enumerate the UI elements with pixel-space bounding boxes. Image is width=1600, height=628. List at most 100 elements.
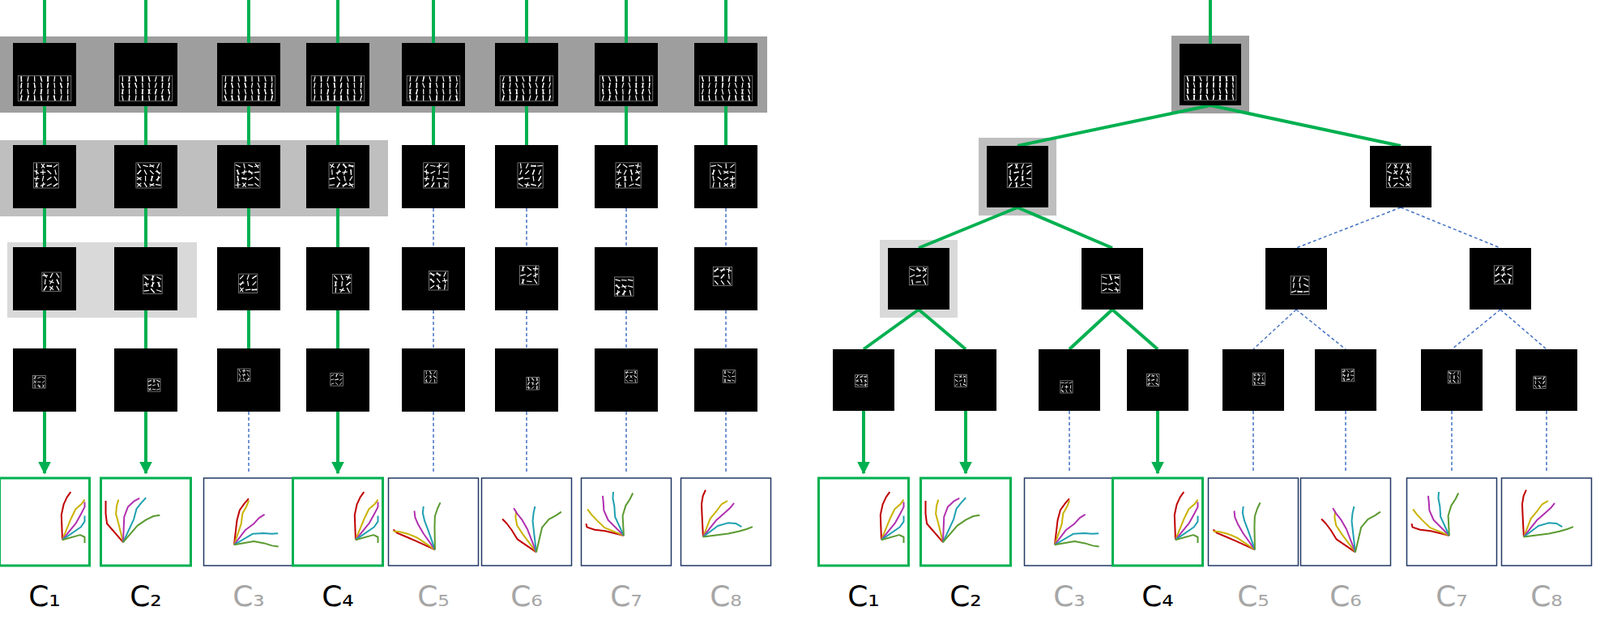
gradient-stroke <box>1186 88 1189 94</box>
gradient-stroke <box>56 279 60 285</box>
gradient-stroke <box>141 82 144 89</box>
gradient-stroke <box>622 82 624 88</box>
image-square <box>1265 247 1327 310</box>
gradient-stroke <box>136 170 141 174</box>
gradient-stroke <box>529 76 531 82</box>
gradient-stroke <box>148 89 150 94</box>
image-square <box>114 348 178 412</box>
gradient-stroke <box>963 384 967 385</box>
gradient-stroke <box>168 76 170 82</box>
gradient-stroke <box>702 82 704 89</box>
feature-window <box>614 277 634 296</box>
gradient-stroke <box>360 82 363 88</box>
gradient-stroke <box>723 375 727 377</box>
gradient-stroke <box>238 76 239 82</box>
gradient-stroke <box>1543 380 1545 384</box>
gradient-stroke <box>50 285 53 291</box>
gradient-stroke <box>536 385 538 389</box>
gradient-stroke <box>429 82 431 88</box>
gradient-stroke <box>1022 170 1024 175</box>
image-square <box>306 247 370 311</box>
gradient-stroke <box>67 82 69 89</box>
gradient-stroke <box>955 379 958 382</box>
gradient-stroke <box>1193 94 1195 100</box>
gradient-stroke <box>1015 176 1019 181</box>
gradient-stroke <box>436 178 443 180</box>
feature-window <box>599 76 653 102</box>
gradient-stroke <box>1113 289 1119 291</box>
gradient-stroke <box>237 182 239 188</box>
gradient-stroke <box>238 369 241 373</box>
feature-window <box>1184 76 1237 101</box>
image-square <box>694 348 758 412</box>
gradient-stroke <box>443 163 448 168</box>
gradient-stroke <box>1452 379 1456 382</box>
gradient-stroke <box>137 170 141 175</box>
gradient-stroke <box>615 89 617 94</box>
gradient-stroke <box>629 290 632 295</box>
gradient-stroke <box>538 175 541 181</box>
image-square <box>1515 349 1578 411</box>
gradient-stroke <box>429 76 431 82</box>
gradient-stroke <box>340 82 342 88</box>
gradient-stroke <box>728 267 730 273</box>
gradient-stroke <box>334 281 337 286</box>
gradient-stroke <box>748 89 751 94</box>
gradient-stroke <box>1543 376 1545 380</box>
gradient-stroke <box>502 76 504 82</box>
gradient-stroke <box>449 89 451 95</box>
gradient-stroke <box>721 268 725 273</box>
gradient-stroke <box>360 82 362 89</box>
gradient-stroke <box>258 89 260 95</box>
gradient-stroke <box>609 82 611 88</box>
gradient-stroke <box>1114 276 1120 278</box>
gradient-stroke <box>337 163 340 169</box>
finger-bones <box>355 499 379 541</box>
gradient-stroke <box>144 276 149 280</box>
gradient-stroke <box>154 76 157 82</box>
gradient-stroke <box>635 82 637 88</box>
feature-window <box>615 162 641 188</box>
gradient-stroke <box>128 89 130 95</box>
gradient-stroke <box>348 164 354 167</box>
gradient-stroke <box>964 379 965 383</box>
gradient-stroke <box>1350 374 1354 376</box>
gradient-stroke <box>1535 380 1536 384</box>
gradient-stroke <box>529 89 530 95</box>
gradient-stroke <box>236 170 240 175</box>
finger-bones <box>106 500 124 542</box>
gradient-stroke <box>247 274 249 280</box>
feature-window <box>908 266 928 286</box>
gradient-stroke <box>535 265 537 271</box>
gradient-stroke <box>149 183 154 186</box>
gradient-stroke <box>340 82 342 88</box>
gradient-stroke <box>729 95 730 101</box>
feature-image <box>1420 349 1483 411</box>
gradient-stroke <box>37 381 41 383</box>
gradient-stroke <box>242 370 246 372</box>
gradient-stroke <box>264 76 266 82</box>
gradient-stroke <box>430 272 435 277</box>
gradient-stroke <box>340 76 342 82</box>
gradient-stroke <box>923 279 926 285</box>
gradient-stroke <box>27 89 29 94</box>
gradient-stroke <box>1156 382 1159 385</box>
active-path <box>336 0 340 43</box>
gradient-stroke <box>333 89 336 94</box>
gradient-stroke <box>456 95 458 101</box>
active-path <box>247 0 251 43</box>
gradient-stroke <box>443 171 449 173</box>
active-path <box>524 106 529 146</box>
finger-bones <box>1242 506 1255 550</box>
gradient-stroke <box>435 82 437 88</box>
gradient-stroke <box>425 379 428 383</box>
gradient-stroke <box>1206 94 1208 100</box>
gradient-stroke <box>1219 94 1221 100</box>
gradient-stroke <box>534 272 536 278</box>
classifier-label: C₆ <box>1329 580 1362 613</box>
feature-window <box>330 373 344 387</box>
gradient-stroke <box>347 95 349 101</box>
active-path <box>336 310 340 349</box>
gradient-stroke <box>430 278 435 283</box>
gradient-stroke <box>42 175 43 181</box>
